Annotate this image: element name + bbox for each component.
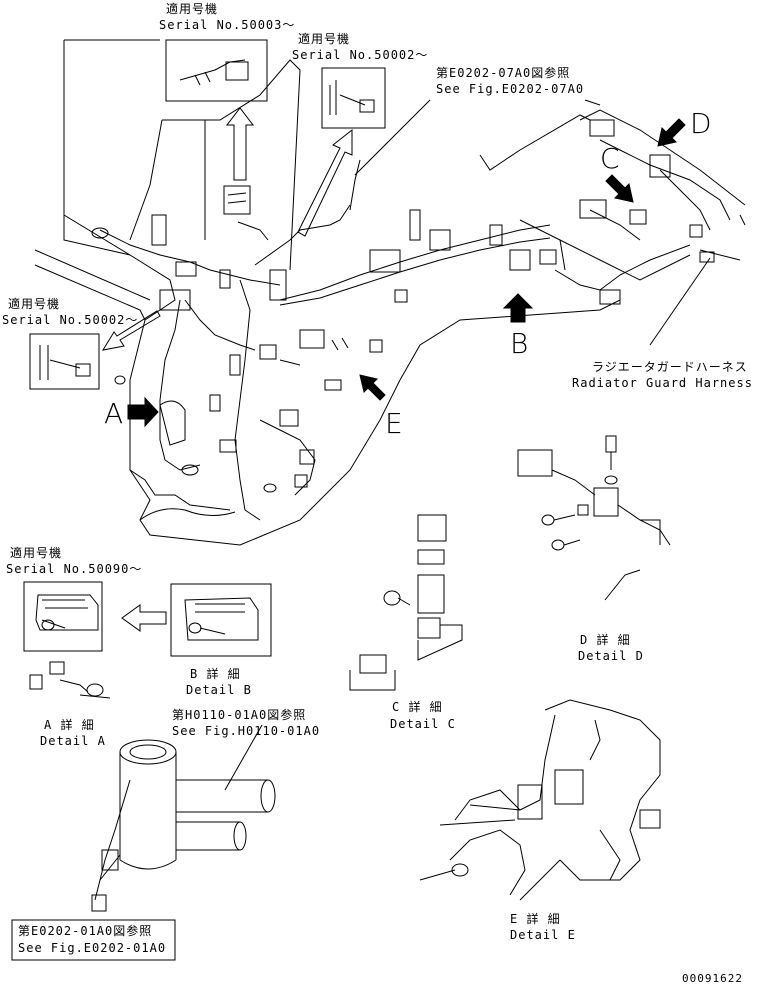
leader-lines [99, 99, 711, 881]
drawing-number: 00091622 [682, 972, 743, 985]
arrow-downleft-icon [101, 310, 161, 351]
detail-c-ja-label: C 詳 細 [392, 700, 443, 714]
letter-e-label: E [385, 407, 403, 440]
inset-contents [35, 59, 375, 641]
ref-e0202-07-ja-label: 第E0202-07A0図参照 [436, 66, 571, 80]
serial-50003-en-label: Serial No.50003～ [159, 18, 296, 32]
serial-50090-ja-label: 適用号機 [10, 546, 63, 560]
ref-e0202-01-en-label: See Fig.E0202-01A0 [18, 941, 167, 955]
detail-a-ja-label: A 詳 細 [44, 718, 95, 732]
radiator-harness-ja-label: ラジエータガードハーネス [592, 360, 748, 374]
detail-c-drawing [349, 514, 463, 691]
arrow-a-icon [127, 396, 159, 428]
detail-d-en-label: Detail D [578, 649, 644, 663]
letter-a-label: A [104, 397, 124, 430]
ref-h0110-en-label: See Fig.H0110-01A0 [172, 724, 321, 738]
inset-boxes [11, 39, 386, 961]
arrow-b-icon [502, 293, 534, 323]
arrow-upright-icon [297, 128, 353, 237]
detail-a-en-label: Detail A [40, 734, 106, 748]
detail-d-ja-label: D 詳 細 [580, 633, 631, 647]
detail-e-en-label: Detail E [510, 928, 576, 942]
arrow-d-icon [657, 118, 686, 147]
detail-d-drawing [517, 435, 671, 601]
main-components [91, 119, 715, 493]
main-harness [99, 139, 731, 521]
machine-body-outline [34, 39, 746, 546]
detail-a-drawing [29, 661, 111, 699]
detail-c-en-label: Detail C [390, 717, 456, 731]
arrow-c-icon [605, 174, 634, 203]
radiator-harness-en-label: Radiator Guard Harness [572, 376, 753, 390]
view-arrows [127, 118, 686, 428]
serial-50002-top-en-label: Serial No.50002～ [292, 48, 429, 62]
letter-d-label: D [690, 107, 712, 140]
ref-e0202-01-ja-label: 第E0202-01A0図参照 [18, 924, 153, 938]
pipe-sensor-drawing [91, 739, 276, 912]
hollow-arrows [101, 107, 353, 632]
arrow-e-icon [359, 374, 386, 401]
serial-50002-left-en-label: Serial No.50002～ [2, 313, 139, 327]
serial-50090-en-label: Serial No.50090～ [6, 562, 143, 576]
serial-50002-top-ja-label: 適用号機 [298, 32, 351, 46]
detail-b-en-label: Detail B [186, 683, 252, 697]
detail-e-drawing [419, 699, 661, 901]
misc-strokes [279, 99, 746, 366]
letter-c-label: C [600, 142, 620, 175]
serial-50002-left-ja-label: 適用号機 [8, 297, 61, 311]
ref-h0110-ja-label: 第H0110-01A0図参照 [172, 708, 307, 722]
arrow-left-icon [121, 604, 167, 632]
serial-50003-ja-label: 適用号機 [166, 2, 219, 16]
detail-e-ja-label: E 詳 細 [510, 912, 561, 926]
ref-e0202-07-en-label: See Fig.E0202-07A0 [436, 82, 585, 96]
detail-b-ja-label: B 詳 細 [190, 667, 241, 681]
arrow-up-icon [225, 107, 255, 181]
letter-b-label: B [510, 327, 529, 360]
